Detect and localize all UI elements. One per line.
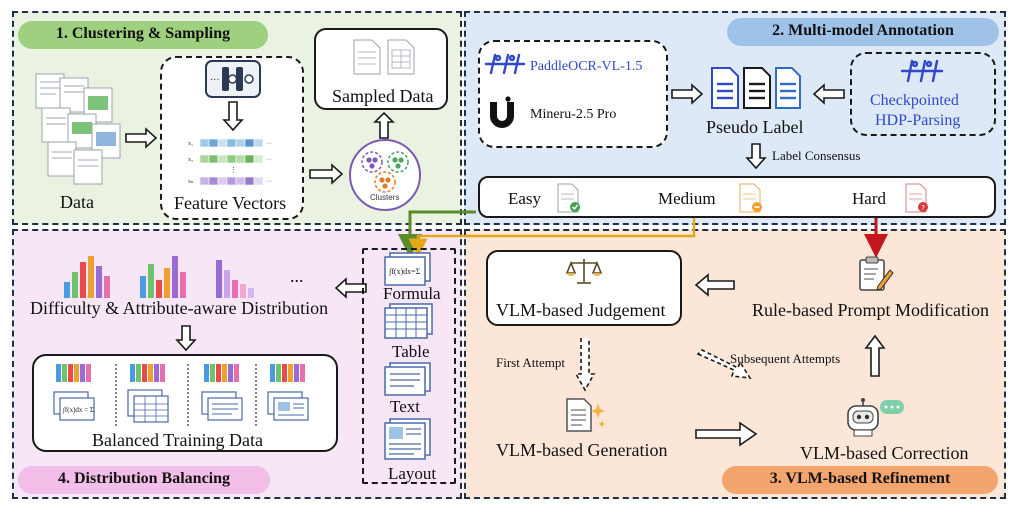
hdp-parsing-label: HDP-Parsing xyxy=(875,112,961,129)
pseudo-label-documents-icon xyxy=(711,67,801,109)
document-sparkle-icon xyxy=(566,398,606,432)
first-attempt-dashed-arrow xyxy=(574,338,596,392)
arrow-checkpoint-to-pseudo xyxy=(812,83,845,105)
table-icon xyxy=(384,303,433,339)
panel2-title: 2. Multi-model Annotation xyxy=(727,18,999,46)
balanced-training-data-label: Balanced Training Data xyxy=(92,430,263,450)
arrow-modification-to-judgement xyxy=(694,273,735,297)
first-attempt-label: First Attempt xyxy=(496,355,565,370)
feature-vector-bars: x₁ x₂ xₙ ··· ··· ··· ⋮ xyxy=(188,138,272,186)
hdp-logo-icon xyxy=(900,59,944,83)
mineru-label: Mineru-2.5 Pro xyxy=(530,107,617,122)
arrow-correction-to-modification xyxy=(864,334,886,377)
svg-text:∫f(x)dx = Σ: ∫f(x)dx = Σ xyxy=(62,406,94,414)
svg-text:···: ··· xyxy=(266,141,272,147)
svg-text:⋮: ⋮ xyxy=(230,166,237,174)
table-label: Table xyxy=(392,342,430,361)
data-types-box xyxy=(362,248,456,484)
encoder-icon: ··· xyxy=(205,60,261,98)
arrow-generation-to-correction xyxy=(695,421,758,447)
easy-document-icon xyxy=(557,183,580,213)
balanced-data-groups-icon: ∫f(x)dx = Σ xyxy=(53,364,309,426)
prompt-modification-label: Rule-based Prompt Modification xyxy=(752,300,989,320)
paddleocr-label: PaddleOCR-VL-1.5 xyxy=(530,59,643,74)
generation-label: VLM-based Generation xyxy=(496,440,668,460)
arrow-data-to-features xyxy=(125,127,158,149)
easy-label: Easy xyxy=(508,189,542,208)
sampled-documents-icon xyxy=(353,39,415,75)
pseudo-label-label: Pseudo Label xyxy=(706,117,804,137)
svg-text:···: ··· xyxy=(210,75,220,86)
judgement-label: VLM-based Judgement xyxy=(496,300,666,320)
svg-text:···: ··· xyxy=(266,179,272,185)
formula-icon: ∫f(x)dx=Σ xyxy=(384,252,431,286)
distribution-bars-icon xyxy=(64,256,254,298)
text-icon xyxy=(384,362,431,396)
svg-text:···: ··· xyxy=(266,157,272,163)
panel3-title: 3. VLM-based Refinement xyxy=(722,466,998,494)
mineru-logo-icon xyxy=(490,96,514,128)
arrow-clusters-to-sampled xyxy=(373,111,395,139)
paddle-logo-icon xyxy=(484,53,526,75)
distribution-label: Difficulty & Attribute-aware Distributio… xyxy=(30,298,329,318)
data-label: Data xyxy=(60,192,94,212)
panel4-title: 4. Distribution Balancing xyxy=(18,466,270,494)
checkpointed-label: Checkpointed xyxy=(870,92,959,109)
medium-label: Medium xyxy=(658,189,716,208)
medium-to-formula-connector xyxy=(408,218,696,258)
clusters-icon xyxy=(349,139,421,211)
distribution-ellipsis: ... xyxy=(290,266,304,286)
label-consensus-label: Label Consensus xyxy=(772,148,861,163)
layout-icon xyxy=(384,418,431,460)
arrow-encoder-to-vectors xyxy=(222,101,244,132)
clipboard-edit-icon xyxy=(859,256,894,291)
subsequent-attempts-dashed-arrow xyxy=(696,349,752,379)
text-label: Text xyxy=(390,397,420,416)
svg-text:?: ? xyxy=(921,204,925,212)
medium-document-icon xyxy=(739,183,762,213)
hard-document-icon: ? xyxy=(905,183,928,213)
svg-text:x₁: x₁ xyxy=(188,141,193,147)
svg-text:∫f(x)dx=Σ: ∫f(x)dx=Σ xyxy=(388,267,421,276)
clusters-label: Clusters xyxy=(370,193,400,202)
easy-to-formula-connector xyxy=(398,210,476,258)
subsequent-attempts-label: Subsequent Attempts xyxy=(730,351,841,366)
feature-vectors-label: Feature Vectors xyxy=(174,193,287,213)
data-documents-icon xyxy=(35,73,121,185)
panel1-title: 1. Clustering & Sampling xyxy=(18,21,268,49)
formula-label: Formula xyxy=(383,284,441,303)
arrow-distribution-to-balanced xyxy=(175,325,197,352)
sampled-data-label: Sampled Data xyxy=(332,86,434,106)
svg-text:xₙ: xₙ xyxy=(188,179,194,185)
svg-text:x₂: x₂ xyxy=(188,157,193,163)
hard-label: Hard xyxy=(852,189,886,208)
balance-scale-icon xyxy=(565,259,603,284)
arrow-features-to-clusters xyxy=(309,163,344,185)
sampled-data-box xyxy=(314,28,448,110)
layout-label: Layout xyxy=(388,464,437,483)
arrow-models-to-pseudo xyxy=(671,83,704,105)
correction-label: VLM-based Correction xyxy=(800,443,969,463)
arrow-to-consensus xyxy=(745,143,767,170)
robot-chat-icon xyxy=(847,398,904,437)
